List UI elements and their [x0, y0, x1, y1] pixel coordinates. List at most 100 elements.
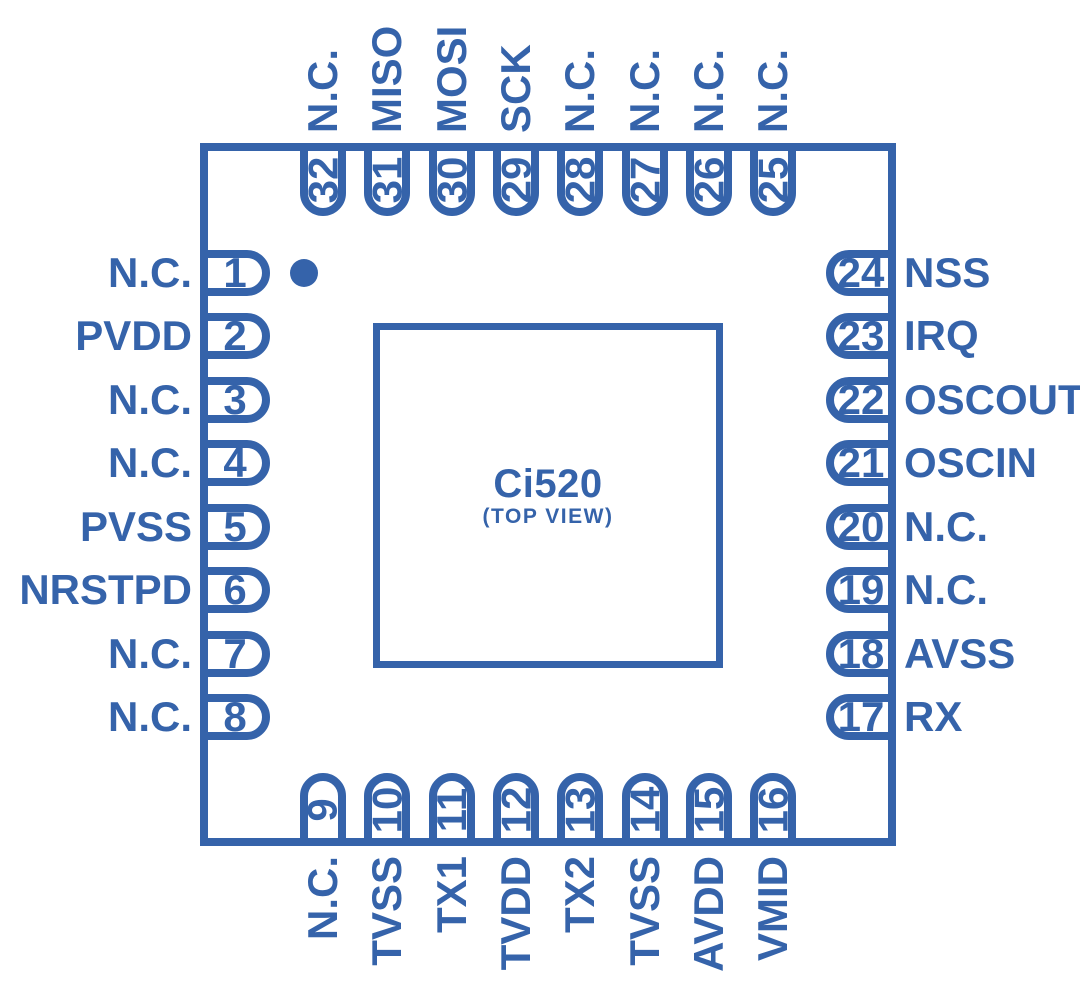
pin-14-number: 14: [621, 786, 668, 833]
pin-3-number: 3: [223, 376, 247, 423]
pin-16: 16: [749, 773, 796, 846]
pin-23-number: 23: [837, 312, 885, 359]
pin-3-label: N.C.: [108, 376, 192, 423]
pin-4: 4: [200, 440, 270, 486]
pin-26-label: N.C.: [685, 49, 732, 133]
pin-6-number: 6: [223, 566, 247, 613]
pin-16-label: VMID: [749, 856, 796, 961]
pin-30-label: MOSI: [428, 25, 475, 133]
pin-27: 27: [621, 143, 668, 216]
chip-package-outline: [200, 143, 896, 846]
pin-21: 21: [826, 440, 896, 486]
pin-13-label: TX2: [556, 856, 603, 934]
pin-12: 12: [492, 773, 539, 846]
pin-1: 1: [200, 250, 270, 296]
pin-19-label: N.C.: [904, 566, 988, 613]
pin-21-label: OSCIN: [904, 439, 1038, 486]
pin-1-number: 1: [223, 249, 247, 296]
pin-18-label: AVSS: [904, 630, 1016, 677]
pin-23: 23: [826, 313, 896, 359]
pin-18-number: 18: [837, 630, 885, 677]
pin-29: 29: [492, 143, 539, 216]
pin-32-number: 32: [299, 156, 346, 203]
pin-14: 14: [621, 773, 668, 846]
pin-20: 20: [826, 504, 896, 550]
pin-5-label: PVSS: [79, 503, 192, 550]
pin-23-label: IRQ: [904, 312, 979, 359]
pin-20-label: N.C.: [904, 503, 988, 550]
pin-25: 25: [749, 143, 796, 216]
pin-31: 31: [363, 143, 410, 216]
pin-31-number: 31: [363, 156, 410, 203]
pin-13: 13: [556, 773, 603, 846]
pin-1-label: N.C.: [108, 249, 192, 296]
pin-12-number: 12: [492, 786, 539, 833]
pin-2-label: PVDD: [75, 312, 192, 359]
pin-11-label: TX1: [428, 856, 475, 934]
pin-27-number: 27: [621, 156, 668, 203]
pin-30-number: 30: [428, 156, 475, 203]
pin-9-number: 9: [298, 797, 346, 822]
pin-22: 22: [826, 377, 896, 423]
pin-10: 10: [363, 773, 410, 846]
pin-7-number: 7: [223, 630, 247, 677]
pin-6: 6: [200, 567, 270, 613]
pin-4-number: 4: [223, 439, 247, 486]
pin-19: 19: [826, 567, 896, 613]
pin-22-number: 22: [837, 376, 885, 423]
pin-27-label: N.C.: [621, 49, 668, 133]
pin-25-number: 25: [749, 156, 796, 203]
pin-11: 11: [428, 773, 475, 846]
pin-19-number: 19: [837, 566, 885, 613]
pin-30: 30: [428, 143, 475, 216]
pin-15-label: AVDD: [685, 856, 732, 972]
pin-4-label: N.C.: [108, 439, 192, 486]
pin-9-label: N.C.: [299, 856, 346, 940]
pin-28: 28: [556, 143, 603, 216]
pin1-indicator-dot: [290, 259, 318, 287]
pin-15-number: 15: [685, 786, 732, 833]
pin-11-number: 11: [428, 787, 475, 832]
pin-7-label: N.C.: [108, 630, 192, 677]
pin-18: 18: [826, 631, 896, 677]
pin-8-label: N.C.: [108, 693, 192, 740]
pin-17-label: RX: [904, 693, 963, 740]
pin-9: 9: [298, 773, 346, 846]
chip-subtitle: (TOP VIEW): [482, 504, 614, 528]
pin-26: 26: [685, 143, 732, 216]
pin-20-number: 20: [837, 503, 885, 550]
pin-6-label: NRSTPD: [19, 566, 192, 613]
pin-2: 2: [200, 313, 270, 359]
pin-24-number: 24: [837, 249, 885, 296]
pin-7: 7: [200, 631, 270, 677]
pin-8: 8: [200, 694, 270, 740]
pin-31-label: MISO: [363, 25, 410, 133]
pin-32-label: N.C.: [299, 49, 346, 133]
pin-32: 32: [299, 143, 346, 216]
pin-10-number: 10: [363, 786, 410, 833]
pin-8-number: 8: [223, 693, 247, 740]
pin-3: 3: [200, 377, 270, 423]
die-outline: Ci520 (TOP VIEW): [373, 323, 723, 668]
chip-title: Ci520: [493, 461, 603, 506]
pin-17: 17: [826, 694, 896, 740]
pin-24: 24: [826, 250, 896, 296]
pin-24-label: NSS: [904, 249, 991, 296]
pin-25-label: N.C.: [749, 49, 796, 133]
pin-17-number: 17: [837, 693, 885, 740]
pin-29-label: SCK: [492, 44, 539, 133]
pin-16-number: 16: [749, 786, 796, 833]
pin-15: 15: [685, 773, 732, 846]
pin-2-number: 2: [223, 312, 247, 359]
pin-13-number: 13: [556, 786, 603, 833]
pin-5-number: 5: [223, 503, 247, 550]
pin-14-label: TVSS: [621, 856, 668, 966]
pin-22-label: OSCOUT: [904, 376, 1080, 423]
pin-5: 5: [200, 504, 270, 550]
pin-10-label: TVSS: [363, 856, 410, 966]
pin-26-number: 26: [685, 156, 732, 203]
pin-28-number: 28: [556, 156, 603, 203]
pin-28-label: N.C.: [556, 49, 603, 133]
pin-29-number: 29: [492, 156, 539, 203]
